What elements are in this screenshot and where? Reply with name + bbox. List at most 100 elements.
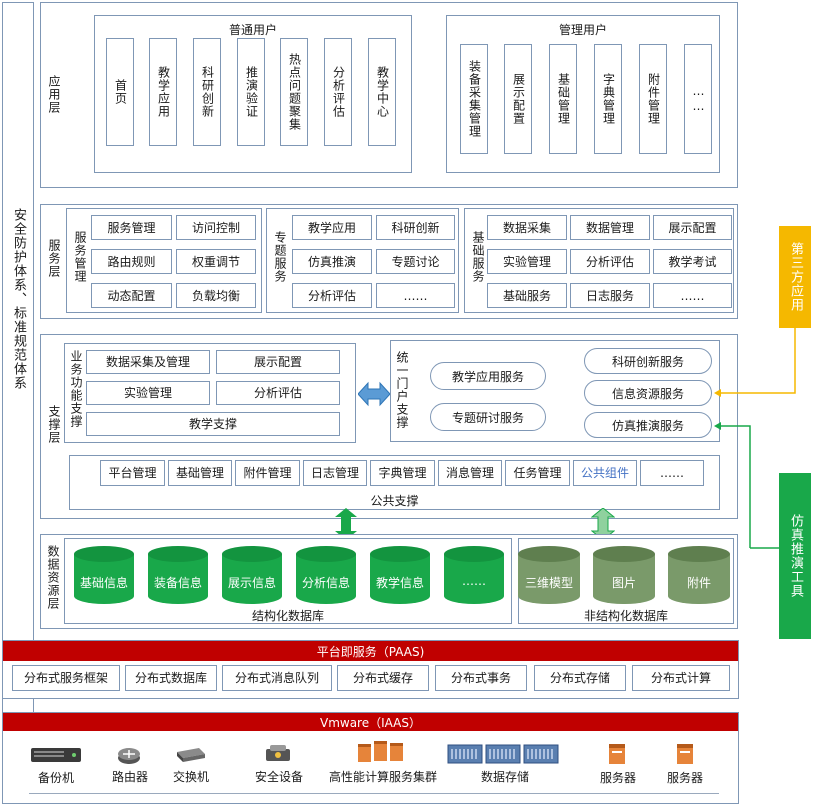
pub-component-item[interactable]: 公共组件: [573, 460, 637, 486]
db-3d-model[interactable]: 三维模型: [518, 546, 580, 604]
admin-group-panel: 管理用户: [446, 15, 720, 173]
db-3d-model-label: 三维模型: [524, 576, 573, 590]
biz-experiment-item[interactable]: 实验管理: [86, 381, 210, 405]
db-teaching-info[interactable]: 教学信息: [370, 546, 430, 604]
svc-route-item[interactable]: 路由规则: [91, 249, 172, 274]
app-item-analysis[interactable]: 分析评估: [324, 38, 352, 146]
pub-more-item[interactable]: ……: [640, 460, 704, 486]
support-layer-label: 支撑层: [47, 405, 61, 444]
db-attachment[interactable]: 附件: [668, 546, 730, 604]
topic-more-item[interactable]: ……: [376, 283, 455, 308]
svc-access-item[interactable]: 访问控制: [176, 215, 256, 240]
app-item-home[interactable]: 首页: [106, 38, 134, 146]
portal-topic-service[interactable]: 专题研讨服务: [430, 403, 546, 431]
pub-message-item[interactable]: 消息管理: [438, 460, 502, 486]
base-analysis-item[interactable]: 分析评估: [570, 249, 650, 274]
portal-support-title: 统一门户支撑: [395, 351, 409, 429]
hw-security-label: 安全设备: [254, 770, 303, 784]
db-analysis-info[interactable]: 分析信息: [296, 546, 356, 604]
hw-backup-label: 备份机: [37, 771, 74, 785]
app-layer-label: 应用层: [47, 75, 61, 114]
third-party-box[interactable]: 第三方应用: [779, 226, 811, 328]
router-icon: [118, 748, 140, 764]
double-arrow-icon: [358, 381, 390, 407]
topic-analysis-item[interactable]: 分析评估: [292, 283, 372, 308]
db-image[interactable]: 图片: [593, 546, 655, 604]
portal-sim-service[interactable]: 仿真推演服务: [584, 412, 712, 438]
app-item-teaching[interactable]: 教学应用: [149, 38, 177, 146]
svc-weight-item[interactable]: 权重调节: [176, 249, 256, 274]
paas-message-queue[interactable]: 分布式消息队列: [222, 665, 332, 691]
base-service-title: 基础服务: [471, 231, 485, 283]
db-basic-info-label: 基础信息: [79, 576, 128, 590]
pub-log-item[interactable]: 日志管理: [303, 460, 367, 486]
paas-title: 平台即服务（PAAS): [3, 641, 738, 661]
sim-tool-box[interactable]: 仿真推演工具: [779, 473, 811, 639]
db-display-info-label: 展示信息: [227, 576, 276, 590]
app-item-teach-center[interactable]: 教学中心: [368, 38, 396, 146]
security-label: 安全防护体系、标准规范体系: [11, 208, 26, 390]
db-more[interactable]: ……: [444, 546, 504, 604]
topic-discussion-item[interactable]: 专题讨论: [376, 249, 455, 274]
admin-group-title: 管理用户: [558, 23, 607, 37]
admin-item-base[interactable]: 基础管理: [549, 44, 577, 154]
base-exam-item[interactable]: 教学考试: [653, 249, 732, 274]
db-display-info[interactable]: 展示信息: [222, 546, 282, 604]
app-item-deduction[interactable]: 推演验证: [237, 38, 265, 146]
base-more-item[interactable]: ……: [653, 283, 732, 308]
portal-research-service[interactable]: 科研创新服务: [584, 348, 712, 374]
svc-balance-item[interactable]: 负载均衡: [176, 283, 256, 308]
admin-item-more[interactable]: ……: [684, 44, 712, 154]
hw-server-label-1: 服务器: [599, 771, 636, 785]
db-attachment-label: 附件: [686, 576, 711, 590]
updown-arrow-light-icon: [591, 508, 615, 540]
admin-item-equipment[interactable]: 装备采集管理: [460, 44, 488, 154]
db-equipment-info-label: 装备信息: [153, 576, 202, 590]
portal-info-service[interactable]: 信息资源服务: [584, 380, 712, 406]
biz-teaching-item[interactable]: 教学支撑: [86, 412, 340, 436]
pub-base-item[interactable]: 基础管理: [168, 460, 232, 486]
base-log-item[interactable]: 日志服务: [570, 283, 650, 308]
paas-compute[interactable]: 分布式计算: [632, 665, 730, 691]
svc-dynamic-item[interactable]: 动态配置: [91, 283, 172, 308]
pub-dict-item[interactable]: 字典管理: [370, 460, 435, 486]
paas-storage[interactable]: 分布式存储: [534, 665, 626, 691]
service-layer-label: 服务层: [47, 239, 61, 278]
data-layer-label: 数据资源层: [46, 545, 60, 610]
backup-machine-icon: [31, 748, 81, 762]
topic-simulation-item[interactable]: 仿真推演: [292, 249, 372, 274]
db-analysis-info-label: 分析信息: [301, 576, 350, 590]
base-collect-item[interactable]: 数据采集: [487, 215, 567, 240]
topic-research-item[interactable]: 科研创新: [376, 215, 455, 240]
pub-attach-item[interactable]: 附件管理: [235, 460, 300, 486]
updown-arrow-icon: [335, 508, 357, 540]
admin-item-dict[interactable]: 字典管理: [594, 44, 622, 154]
db-equipment-info[interactable]: 装备信息: [148, 546, 208, 604]
biz-collect-item[interactable]: 数据采集及管理: [86, 350, 210, 374]
base-experiment-item[interactable]: 实验管理: [487, 249, 567, 274]
db-teaching-info-label: 教学信息: [375, 576, 424, 590]
structured-db-title: 结构化数据库: [251, 609, 324, 623]
pub-platform-item[interactable]: 平台管理: [100, 460, 165, 486]
paas-distributed-db[interactable]: 分布式数据库: [125, 665, 217, 691]
paas-service-framework[interactable]: 分布式服务框架: [12, 665, 120, 691]
biz-analysis-item[interactable]: 分析评估: [216, 381, 340, 405]
unstructured-db-title: 非结构化数据库: [583, 609, 668, 623]
admin-item-attach[interactable]: 附件管理: [639, 44, 667, 154]
app-item-hotspot[interactable]: 热点问题聚集: [280, 38, 308, 146]
app-item-research[interactable]: 科研创新: [193, 38, 221, 146]
paas-transaction[interactable]: 分布式事务: [435, 665, 527, 691]
topic-service-title: 专题服务: [273, 231, 287, 283]
db-basic-info[interactable]: 基础信息: [74, 546, 134, 604]
topic-teaching-item[interactable]: 教学应用: [292, 215, 372, 240]
portal-teaching-service[interactable]: 教学应用服务: [430, 362, 546, 390]
admin-item-display[interactable]: 展示配置: [504, 44, 532, 154]
base-display-item[interactable]: 展示配置: [653, 215, 732, 240]
base-basic-item[interactable]: 基础服务: [487, 283, 567, 308]
paas-cache[interactable]: 分布式缓存: [337, 665, 429, 691]
hw-server-label-2: 服务器: [666, 771, 703, 785]
biz-display-item[interactable]: 展示配置: [216, 350, 340, 374]
svc-mgmt-item[interactable]: 服务管理: [91, 215, 172, 240]
pub-task-item[interactable]: 任务管理: [505, 460, 570, 486]
base-data-mgmt-item[interactable]: 数据管理: [570, 215, 650, 240]
